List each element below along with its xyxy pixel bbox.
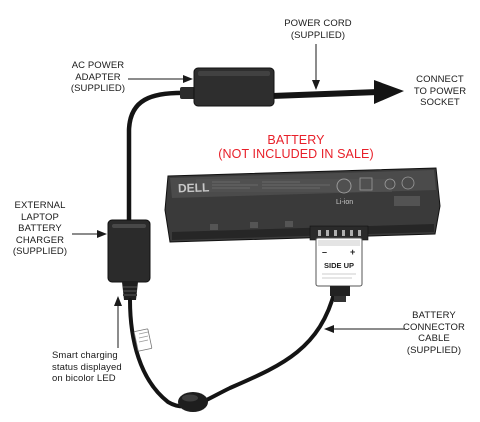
- ac-adapter-label-line: ADAPTER: [75, 71, 121, 83]
- battery-brand-logo: DELL: [178, 180, 210, 195]
- connector-cable-label: BATTERY CONNECTOR CABLE (SUPPLIED): [396, 310, 472, 356]
- battery-pack: DELL Li-ion: [164, 167, 441, 243]
- external-charger-label-line: (SUPPLIED): [12, 246, 68, 257]
- battery-title-line: (NOT INCLUDED IN SALE): [218, 147, 374, 161]
- connector-cable-label-line: CABLE: [418, 333, 450, 344]
- power-cord: [269, 89, 381, 99]
- ac-adapter-label: AC POWER ADAPTER (SUPPLIED): [66, 60, 130, 95]
- power-cord-arrowhead: [374, 80, 404, 104]
- smart-charging-label-line: status displayed: [52, 361, 122, 373]
- battery-title-line: BATTERY: [267, 133, 325, 147]
- battery-chemistry-label: Li-ion: [336, 199, 353, 206]
- connector-cable-label-line: BATTERY: [412, 310, 456, 321]
- connect-socket-label-line: CONNECT: [416, 74, 464, 85]
- smart-charging-label: Smart charging status displayed on bicol…: [52, 350, 152, 385]
- smart-charging-label-line: on bicolor LED: [52, 373, 116, 384]
- adapter-plug: [180, 87, 196, 99]
- connect-socket-label-line: TO POWER: [413, 85, 467, 97]
- external-charger-label: EXTERNAL LAPTOP BATTERY CHARGER (SUPPLIE…: [4, 200, 76, 258]
- smart-charging-label-line: Smart charging: [52, 350, 118, 361]
- external-charger-label-line: EXTERNAL: [14, 200, 66, 211]
- ac-adapter-label-line: (SUPPLIED): [70, 83, 126, 94]
- output-cable: [128, 288, 337, 409]
- external-charger-label-line: CHARGER: [15, 234, 65, 246]
- connector-cable-label-line: (SUPPLIED): [406, 344, 462, 356]
- connect-socket-label: CONNECT TO POWER SOCKET: [404, 74, 476, 109]
- power-cord-label: POWER CORD (SUPPLIED): [270, 18, 366, 41]
- charger-box: [107, 219, 151, 283]
- external-charger-label-line: LAPTOP: [21, 211, 59, 223]
- cable-ribs: [123, 286, 137, 296]
- connector-side-up-label: SIDE UP: [324, 261, 354, 270]
- power-cord-label-line: (SUPPLIED): [290, 29, 346, 41]
- connect-socket-label-line: SOCKET: [420, 97, 460, 108]
- external-charger-label-line: BATTERY: [18, 223, 62, 234]
- connector-minus-mark: –: [322, 247, 327, 257]
- connector-cable-label-line: CONNECTOR: [403, 321, 465, 333]
- connector-plus-mark: +: [350, 247, 355, 257]
- cable-tag: [133, 328, 153, 352]
- adapter-to-charger-cable: [126, 90, 191, 225]
- power-cord-label-line: POWER CORD: [284, 18, 352, 29]
- ac-adapter-label-line: AC POWER: [71, 60, 125, 71]
- battery-title: BATTERY (NOT INCLUDED IN SALE): [196, 133, 396, 161]
- ac-adapter-brick: [193, 67, 275, 107]
- battery-connector-plug: – + SIDE UP: [315, 237, 363, 302]
